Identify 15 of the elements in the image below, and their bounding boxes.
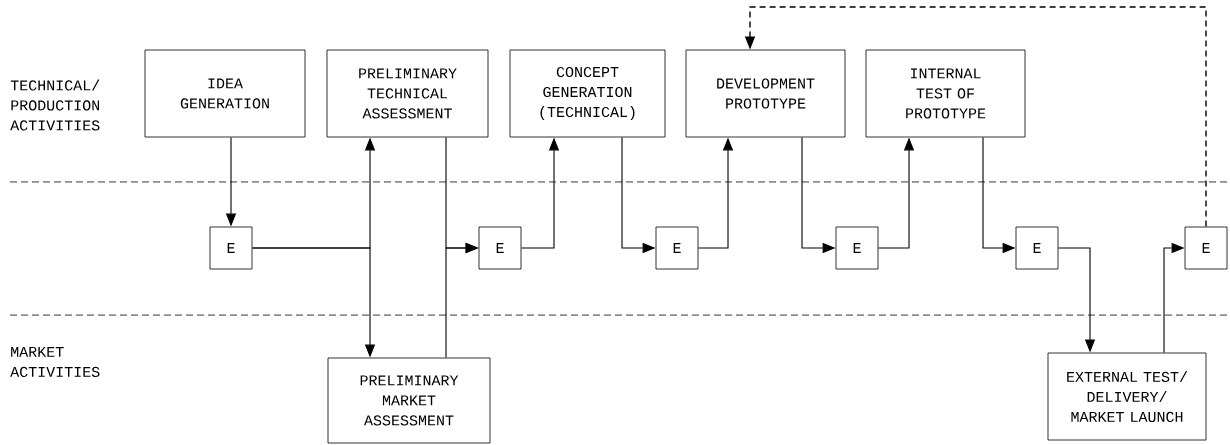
activity-box: EXTERNAL TEST/ DELIVERY/ MARKET LAUNCH	[1047, 352, 1207, 441]
evaluation-box: E	[835, 226, 879, 270]
evaluation-box: E	[1184, 226, 1228, 270]
evaluation-box: E	[478, 226, 522, 270]
activity-box: PRELIMINARY TECHNICAL ASSESSMENT	[326, 49, 489, 138]
activity-box: INTERNAL TEST OF PROTOTYPE	[865, 49, 1026, 138]
lane-label: MARKET ACTIVITIES	[10, 347, 100, 377]
activity-box: IDEA GENERATION	[144, 49, 306, 138]
evaluation-box: E	[1015, 226, 1059, 270]
lane-label: TECHNICAL/ PRODUCTION ACTIVITIES	[10, 79, 100, 131]
activity-box: DEVELOPMENT PROTOTYPE	[685, 49, 846, 138]
evaluation-box: E	[209, 226, 253, 270]
evaluation-box: E	[655, 226, 699, 270]
activity-box: CONCEPT GENERATION (TECHNICAL)	[509, 49, 666, 138]
activity-box: PRELIMINARY MARKET ASSESSMENT	[327, 357, 491, 444]
